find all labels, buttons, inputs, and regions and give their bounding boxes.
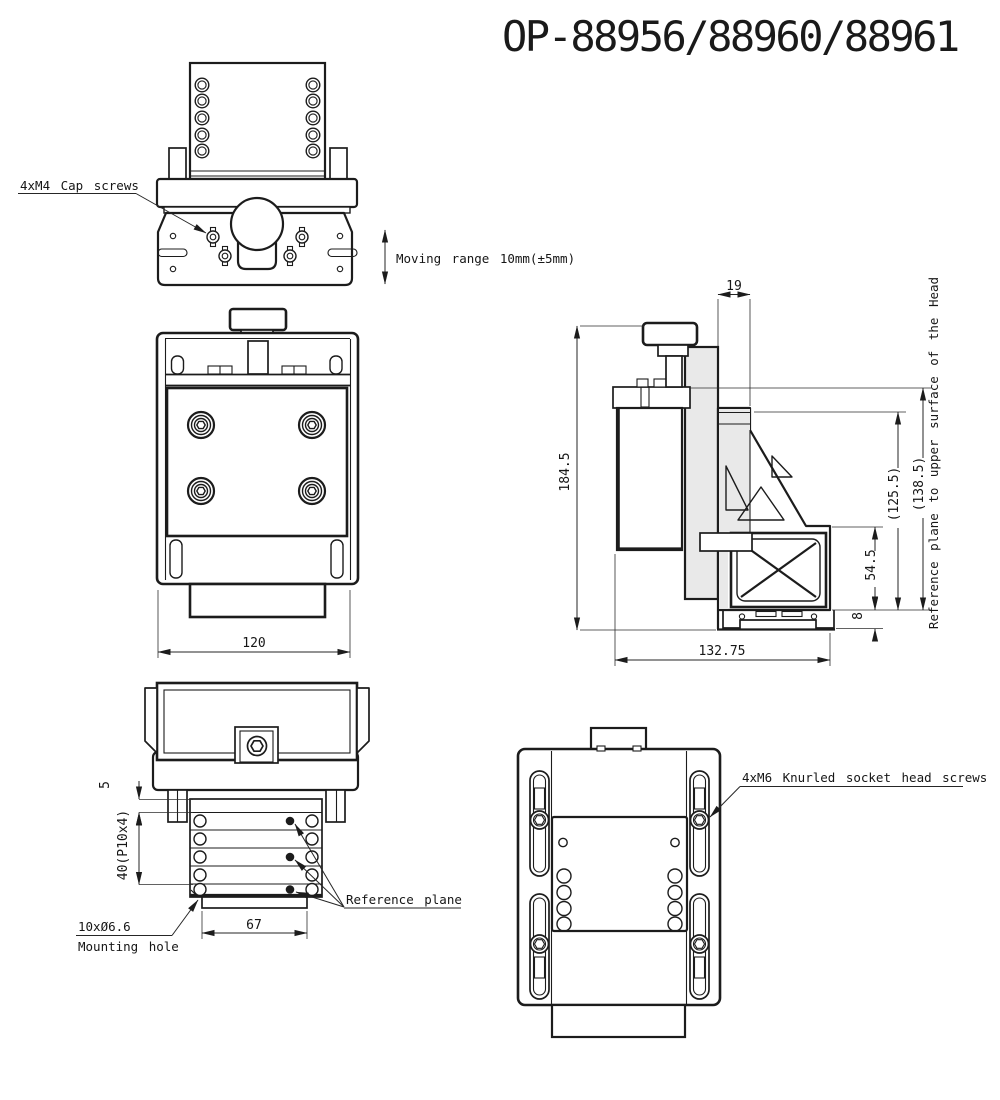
- mounting-plate: [165, 386, 349, 538]
- front-view-drawing: 120: [155, 307, 360, 658]
- side-view-drawing: 19 184.5 (125.5) (138.5) 54.5 8 132.75 R…: [558, 277, 941, 666]
- bottom-view-drawing: 5 40(P10x4) 67 10xØ6.6 Mounting hole Ref…: [76, 681, 462, 954]
- drawing-title: OP-88956/88960/88961: [502, 12, 958, 61]
- head-hole-rings: [194, 77, 321, 159]
- reference-plane-dot: [285, 816, 295, 826]
- depth-dimension: 132.75: [699, 644, 746, 659]
- top-offset-dimension: 19: [726, 279, 742, 294]
- knurled-screws: [529, 810, 710, 954]
- rear-view-drawing: 4xM6 Knurled socket head screws: [516, 726, 987, 1039]
- edge-dimension: 5: [98, 781, 113, 789]
- hole-span-dimension: 67: [246, 918, 262, 933]
- mounting-hole-label-2: Mounting hole: [78, 939, 179, 954]
- height-dimension: 184.5: [558, 452, 573, 491]
- section-dimension: 54.5: [864, 549, 879, 580]
- clamp-knob: [228, 307, 288, 332]
- ref-outer-dimension: (138.5): [912, 457, 927, 512]
- cap-screws: [206, 226, 309, 267]
- reference-plane-dot: [285, 885, 295, 894]
- pivot-boss: [229, 196, 285, 252]
- ref-inner-dimension: (125.5): [887, 467, 902, 522]
- moving-range-label: Moving range 10mm(±5mm): [396, 251, 575, 266]
- reference-plane-label: Reference plane: [346, 892, 462, 907]
- width-dimension: 120: [242, 636, 265, 651]
- knurled-screws-label: 4xM6 Knurled socket head screws: [742, 770, 987, 785]
- knurled-screws-leader: [709, 786, 741, 818]
- pitch-dimension: 40(P10x4): [116, 810, 131, 880]
- mounting-hole-leader: [171, 899, 199, 936]
- side-clamp-knob: [641, 321, 699, 347]
- cap-screws-label: 4xM4 Cap screws: [20, 178, 139, 193]
- mounting-holes: [193, 814, 319, 897]
- top-view-drawing: 4xM4 Cap screws Moving range 10mm(±5mm): [18, 61, 575, 287]
- foot-dimension: 8: [851, 612, 866, 620]
- cap-screws-leader: [135, 193, 207, 234]
- mounting-hole-label-1: 10xØ6.6: [78, 919, 131, 934]
- reference-plane-dot: [285, 852, 295, 862]
- rear-plate-holes: [556, 868, 683, 932]
- reference-note: Reference plane to upper surface of the …: [926, 277, 941, 629]
- rear-plate: [550, 815, 689, 933]
- socket-head-screws: [186, 410, 327, 506]
